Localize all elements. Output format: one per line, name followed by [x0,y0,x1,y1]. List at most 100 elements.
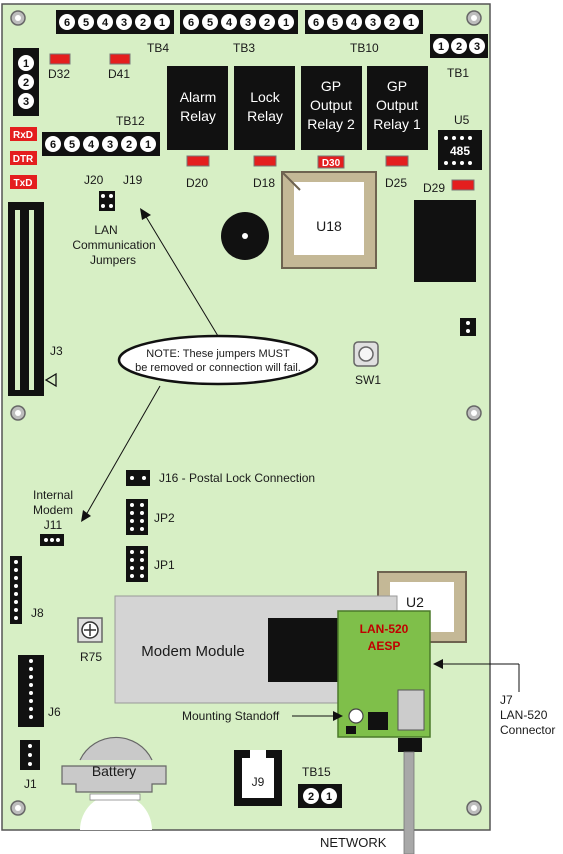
svg-text:1: 1 [23,58,29,70]
d41-label: D41 [108,67,130,81]
tb3-label: TB3 [233,41,255,55]
j19-label: J19 [123,173,143,187]
tb4-label: TB4 [147,41,169,55]
j16-label: J16 - Postal Lock Connection [159,471,315,485]
terminal-block-tb1: 1 2 3 [430,34,488,58]
terminal-block-tb12: 6 5 4 3 2 1 [42,132,160,156]
tb4-pin-1: 1 [159,17,165,29]
sw1-switch [353,341,379,367]
j8-connector [10,556,22,624]
svg-text:2: 2 [264,17,270,29]
j7-label-3: Connector [500,723,555,737]
led-d25 [385,155,409,167]
txd-label: TxD [14,178,33,189]
svg-text:3: 3 [245,17,251,29]
led-d30 [317,155,345,169]
tb1-label: TB1 [447,66,469,80]
svg-text:Relay: Relay [180,108,216,124]
svg-text:2: 2 [23,77,29,89]
j1-connector [20,740,40,770]
dtr-label: DTR [13,154,34,165]
d25-label: D25 [385,176,407,190]
j20-label: J20 [84,173,104,187]
svg-text:Modem Module: Modem Module [141,643,244,660]
lan-jumpers-label-2: Communication [72,238,155,252]
svg-text:4: 4 [88,139,95,151]
small-connector [460,318,476,336]
arrow-head [433,659,443,669]
svg-text:U2: U2 [406,594,424,610]
j7-label-2: LAN-520 [500,708,548,722]
svg-text:Relay 2: Relay 2 [307,116,355,132]
svg-text:Output: Output [376,97,418,113]
led-d18 [253,155,277,167]
svg-text:1: 1 [326,791,332,803]
j6-label: J6 [48,705,61,719]
lan-jumpers-label-1: LAN [94,223,117,237]
sw1-label: SW1 [355,373,381,387]
relay-lock: Lock Relay [234,66,295,150]
d18-label: D18 [253,176,275,190]
svg-text:3: 3 [474,41,480,53]
svg-text:4: 4 [351,17,358,29]
network-cable [403,751,415,854]
svg-text:3: 3 [370,17,376,29]
u18-chip: U18 [281,171,377,269]
internal-modem-label-1: Internal [33,488,73,502]
svg-text:485: 485 [450,144,470,158]
svg-text:5: 5 [207,17,213,29]
led-d20 [186,155,210,167]
left-terminal-block: 1 2 3 [13,48,39,116]
terminal-block-tb3: 6 5 4 3 2 1 [180,10,298,34]
tb15-label: TB15 [302,765,331,779]
network-label: NETWORK [320,835,387,850]
tb10-label: TB10 [350,41,379,55]
j11-jumper [40,534,64,546]
tb12-label: TB12 [116,114,145,128]
svg-text:6: 6 [50,139,56,151]
rxd-label: RxD [13,130,33,141]
lan-520-label: LAN-520 [360,622,409,636]
component-block [414,200,476,282]
u5-chip: 485 [438,130,482,170]
u5-label: U5 [454,113,470,127]
d30-label: D30 [322,158,341,169]
txd-indicator [10,175,37,189]
lan-jumpers-label-3: Jumpers [90,253,136,267]
note-callout: NOTE: These jumpers MUST be removed or c… [117,334,319,386]
svg-text:2: 2 [308,791,314,803]
j11-label: J11 [44,518,63,532]
note-line-2: be removed or connection will fail. [135,362,301,374]
j9-label: J9 [252,775,265,789]
j3-connector [8,202,57,396]
tb4-pin-3: 3 [121,17,127,29]
svg-text:Alarm: Alarm [180,89,217,105]
r75-potentiometer [77,617,103,643]
jp1-label: JP1 [154,558,175,572]
svg-text:3: 3 [107,139,113,151]
lan-520-module: LAN-520 AESP [337,610,431,738]
dtr-indicator [10,151,37,165]
jp2-jumper [126,499,148,535]
svg-text:5: 5 [332,17,338,29]
arrow-head [81,510,91,522]
arrow-head [333,711,343,721]
battery-label: Battery [92,763,136,779]
r75-label: R75 [80,650,102,664]
note-line-1: NOTE: These jumpers MUST [146,348,290,360]
j1-label: J1 [24,777,37,791]
svg-text:5: 5 [69,139,75,151]
d20-label: D20 [186,176,208,190]
svg-text:2: 2 [389,17,395,29]
d32-label: D32 [48,67,70,81]
jp1-jumper [126,546,148,582]
mounting-standoff-label: Mounting Standoff [182,709,280,723]
svg-text:1: 1 [408,17,414,29]
mounting-standoff-hole [348,708,364,724]
terminal-block-tb10: 6 5 4 3 2 1 [305,10,423,34]
j7-label: J7 [500,693,513,707]
svg-text:2: 2 [456,41,462,53]
svg-text:Lock: Lock [250,89,281,105]
svg-text:Relay: Relay [247,108,283,124]
